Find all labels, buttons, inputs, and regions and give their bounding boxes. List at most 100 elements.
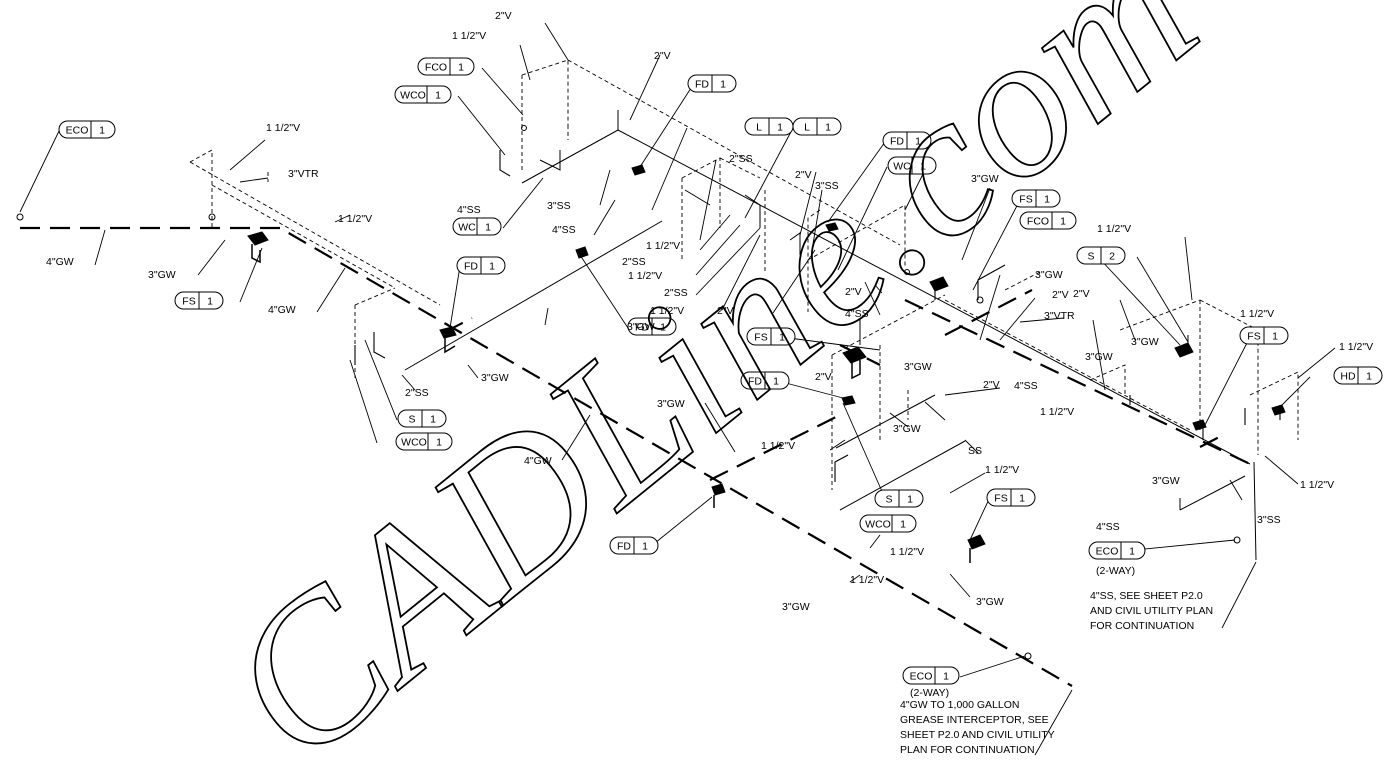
pipe-size-label: 4"SS [1096, 521, 1120, 533]
fixture-tag: WCO 1 [859, 514, 917, 533]
pipe-size-label: 2"SS [622, 256, 646, 268]
pipe-size-label: 2"SS [405, 387, 429, 399]
tag-code: S [1087, 251, 1094, 263]
pipe-size-label: 3"SS [1257, 514, 1281, 526]
tag-code: WCO [865, 519, 891, 531]
pipe-size-label: 1 1/2"V [850, 574, 884, 586]
tag-number: 1 [489, 261, 495, 273]
tag-outline [395, 432, 453, 451]
pipe-size-label: 3"GW [627, 321, 655, 333]
vent-lines [189, 59, 1299, 490]
tag-number: 1 [207, 296, 213, 308]
pipe-size-label: 2"SS [729, 153, 753, 165]
tag-number: 1 [720, 79, 726, 91]
tag-number: 1 [779, 332, 785, 344]
pipe-size-label: 1 1/2"V [650, 305, 684, 317]
tag-number: 1 [435, 90, 441, 102]
gw-note-line-4: PLAN FOR CONTINUATION [900, 744, 1035, 756]
pipe-size-label: 3"VTR [288, 168, 319, 180]
tag-number: 1 [1044, 194, 1050, 206]
tag-outline [417, 57, 475, 76]
tag-number: 1 [99, 125, 105, 137]
tag-outline [394, 85, 452, 104]
tag-number: 1 [920, 161, 926, 173]
pipe-size-label: 2"V [654, 50, 671, 62]
tag-code: FCO [425, 62, 447, 74]
tag-code: WC [458, 222, 476, 234]
pipe-size-label: 1 1/2"V [646, 240, 680, 252]
continuation-notes: 4"SS, SEE SHEET P2.0 AND CIVIL UTILITY P… [900, 590, 1213, 756]
tag-number: 1 [900, 519, 906, 531]
pipe-size-label: 1 1/2"V [761, 440, 795, 452]
pipe-size-label: 3"GW [971, 173, 999, 185]
pipe-size-label: 4"GW [524, 455, 552, 467]
tag-outline [1019, 211, 1077, 230]
pipe-size-label: 2"V [983, 379, 1000, 391]
pipe-size-label: 1 1/2"V [1339, 341, 1373, 353]
pipe-size-label: 1 1/2"V [338, 213, 372, 225]
tag-number: 1 [436, 437, 442, 449]
pipe-size-label: 3"GW [1152, 475, 1180, 487]
pipe-size-label: 2"V [1073, 288, 1090, 300]
pipe-size-label: 1 1/2"V [266, 122, 300, 134]
pipe-size-label: (2-WAY) [910, 687, 949, 699]
pipe-size-label: 1 1/2"V [452, 30, 486, 42]
tag-outline [902, 666, 960, 685]
tag-code: HD [1340, 371, 1356, 383]
tag-number: 1 [642, 541, 648, 553]
pipe-size-label: 3"GW [976, 596, 1004, 608]
pipe-size-label: 3"SS [547, 200, 571, 212]
tag-number: 1 [907, 494, 913, 506]
pipe-size-label: 2"V [815, 371, 832, 383]
pipe-size-label: 2"SS [664, 287, 688, 299]
tag-number: 1 [430, 414, 436, 426]
pipe-size-label: 3"GW [481, 372, 509, 384]
pipe-size-label: 3"GW [657, 398, 685, 410]
tag-number: 1 [915, 136, 921, 148]
tag-code: FS [754, 332, 767, 344]
fixture-tag: FD 1 [609, 536, 659, 555]
pipe-size-label: 3"GW [148, 269, 176, 281]
pipe-size-label: 2"V [495, 10, 512, 22]
tag-number: 1 [1129, 546, 1135, 558]
gw-note-line-1: 4"GW TO 1,000 GALLON [900, 699, 1019, 711]
pipe-size-label: 2"V [845, 286, 862, 298]
tag-number: 1 [1272, 331, 1278, 343]
tag-number: 1 [825, 122, 831, 134]
tag-code: FD [617, 541, 631, 553]
tag-number: 1 [777, 122, 783, 134]
tag-outline [58, 120, 116, 139]
tag-code: FD [748, 376, 762, 388]
fixture-tag: FS 1 [174, 291, 224, 310]
pipe-size-label: 1 1/2"V [890, 546, 924, 558]
tag-code: S [885, 494, 892, 506]
tag-outline [1088, 541, 1146, 560]
pipe-size-label: 3"GW [893, 423, 921, 435]
pipe-size-label: 3"GW [782, 601, 810, 613]
pipe-size-label: 4"SS [457, 204, 481, 216]
tag-number: 1 [660, 322, 666, 334]
fixture-tag: FS 1 [746, 327, 796, 346]
tag-code: FS [994, 493, 1007, 505]
tag-code: FS [182, 296, 195, 308]
pipe-size-label: 3"GW [904, 361, 932, 373]
pipe-size-label: 1 1/2"V [1097, 223, 1131, 235]
pipe-size-label: 1 1/2"V [985, 464, 1019, 476]
pipe-lines [20, 59, 1299, 687]
pipe-size-label: 1 1/2"V [1040, 406, 1074, 418]
ss-note-line-3: FOR CONTINUATION [1090, 620, 1194, 632]
